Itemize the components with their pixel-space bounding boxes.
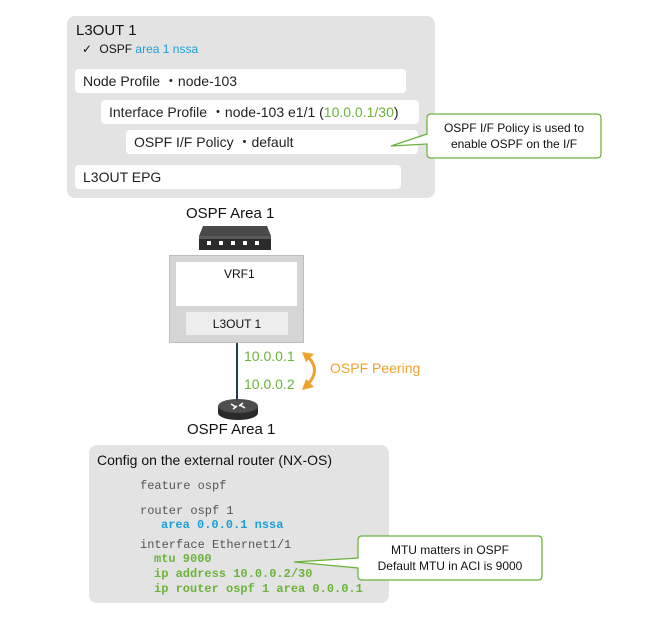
node-profile-label: Node Profile ・node-103: [83, 73, 238, 89]
interface-profile-suffix: ): [393, 104, 399, 120]
ospf-if-policy-label: OSPF I/F Policy ・default: [134, 134, 294, 150]
interface-profile-bar: Interface Profile ・node-103 e1/1 (10.0.0…: [101, 100, 419, 124]
config-line-feature: feature ospf: [140, 479, 227, 493]
l3out-title: L3OUT 1: [76, 22, 137, 39]
router-icon: [218, 399, 258, 420]
peering-label: OSPF Peering: [330, 360, 421, 376]
callout-policy-shape: [390, 113, 602, 159]
leaf-switch-icon: [199, 226, 271, 250]
l3out-box-label: L3OUT 1: [212, 316, 262, 331]
ospf-area-value: area 1 nssa: [135, 42, 199, 56]
config-title: Config on the external router (NX-OS): [97, 452, 332, 468]
check-icon: ✓: [82, 42, 93, 56]
area-bottom-label: OSPF Area 1: [187, 421, 276, 438]
leaf-ip-label: 10.0.0.1: [244, 348, 295, 364]
node-profile-bar: Node Profile ・node-103: [75, 69, 406, 93]
ospf-label: OSPF: [99, 42, 133, 56]
callout-mtu-line1: MTU matters in OSPF: [390, 543, 509, 557]
config-panel: [89, 445, 389, 603]
callout-policy-line2: enable OSPF on the I/F: [450, 137, 578, 151]
ospf-if-policy-bar: OSPF I/F Policy ・default: [126, 130, 418, 154]
callout-policy-line1: OSPF I/F Policy is used to: [443, 121, 585, 135]
interface-profile-ip: 10.0.0.1/30: [323, 104, 394, 120]
vrf-label: VRF1: [224, 267, 255, 281]
l3out-epg-bar: L3OUT EPG: [75, 165, 401, 189]
config-line-router: router ospf 1: [140, 504, 234, 518]
l3out-box: L3OUT 1: [186, 312, 288, 335]
config-line-interface: interface Ethernet1/1: [140, 538, 292, 552]
config-line-ip: ip address 10.0.0.2/30: [154, 567, 313, 581]
callout-policy-text: OSPF I/F Policy is used to enable OSPF o…: [430, 120, 598, 152]
config-line-mtu: mtu 9000: [154, 552, 212, 566]
callout-mtu-text: MTU matters in OSPF Default MTU in ACI i…: [362, 542, 538, 574]
link-line: [236, 343, 238, 401]
area-top-label: OSPF Area 1: [186, 205, 275, 222]
l3out-epg-label: L3OUT EPG: [83, 169, 162, 185]
callout-mtu-shape: [293, 535, 543, 581]
ospf-area-setting: ✓ OSPF area 1 nssa: [82, 42, 198, 56]
interface-profile-label: Interface Profile ・node-103 e1/1 (10.0.0…: [109, 102, 399, 122]
vrf-box: [176, 262, 297, 306]
interface-profile-prefix: Interface Profile ・node-103 e1/1 (: [109, 104, 324, 120]
peering-arrow-icon: [302, 352, 316, 390]
config-line-area: area 0.0.0.1 nssa: [161, 518, 284, 532]
router-ip-label: 10.0.0.2: [244, 376, 295, 392]
callout-mtu-line2: Default MTU in ACI is 9000: [377, 559, 523, 573]
config-line-ospf: ip router ospf 1 area 0.0.0.1: [154, 582, 363, 596]
